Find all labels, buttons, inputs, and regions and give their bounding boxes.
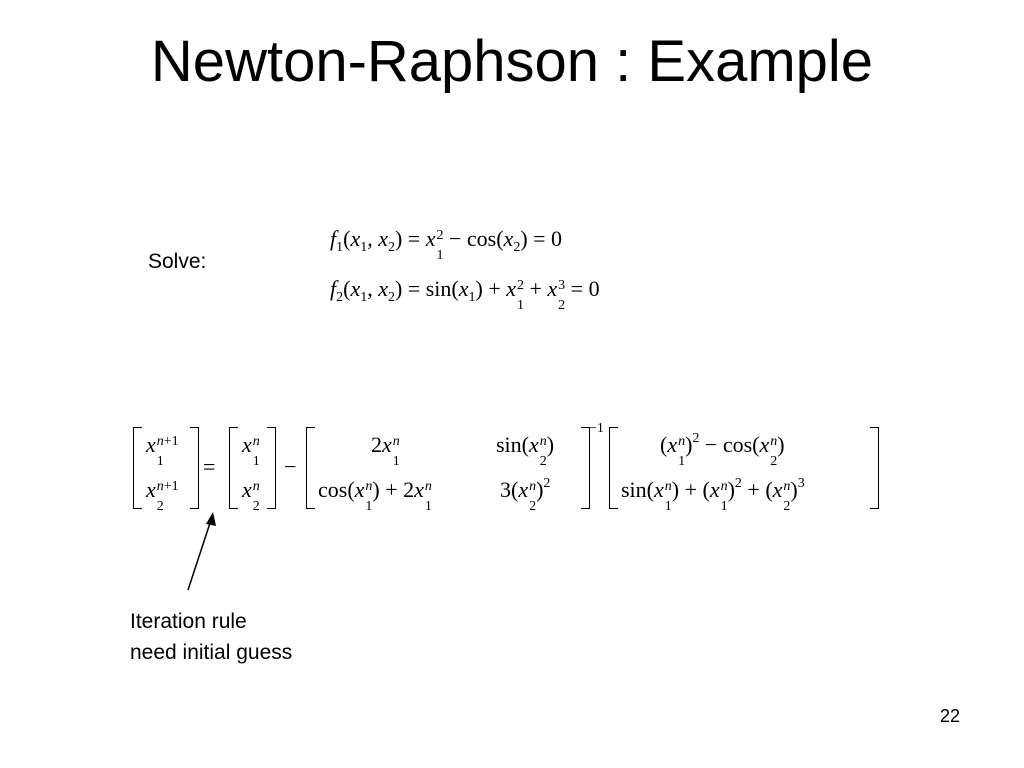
minus-sign: − [284, 454, 297, 479]
annotation-line-1: Iteration rule [130, 610, 247, 633]
annotation-note: Iteration rule need initial guess [130, 606, 292, 668]
solve-label: Solve: [148, 250, 207, 273]
function-bracket-left [609, 427, 618, 509]
function-bracket-right [870, 427, 879, 509]
lhs-bracket-left [133, 427, 142, 509]
jacobian-bracket-right [581, 427, 590, 509]
current-bracket-right [267, 427, 276, 509]
equals-sign: = [203, 454, 216, 479]
lhs-bracket-right [190, 427, 199, 509]
slide-title: Newton-Raphson : Example [150, 29, 874, 94]
page-number: 22 [940, 706, 961, 726]
annotation-line-2: need initial guess [130, 641, 293, 664]
jacobian-bracket-left [306, 427, 315, 509]
inverse-exponent: −1 [589, 421, 604, 436]
current-bracket-left [229, 427, 238, 509]
